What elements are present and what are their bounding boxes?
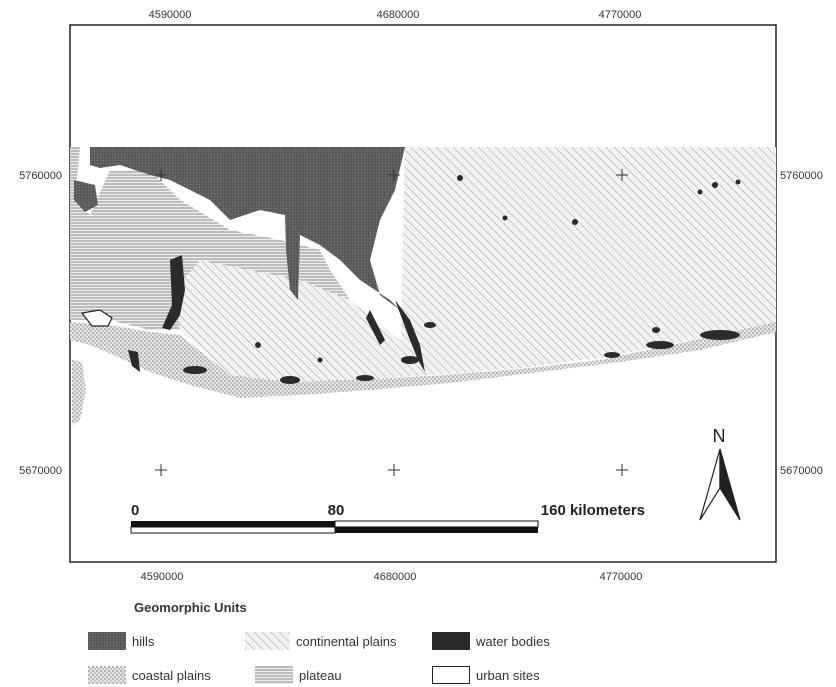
legend-item-water-bodies: water bodies bbox=[432, 632, 550, 650]
legend-label-continental-plains: continental plains bbox=[296, 633, 397, 649]
scale-label-80: 80 bbox=[328, 502, 345, 519]
hills-ridge bbox=[285, 215, 300, 300]
legend-label-plateau: plateau bbox=[299, 667, 342, 683]
legend-item-continental-plains: continental plains bbox=[245, 632, 396, 650]
legend-title: Geomorphic Units bbox=[134, 600, 247, 615]
coord-top-3: 4770000 bbox=[599, 9, 642, 21]
legend-label-water-bodies: water bodies bbox=[476, 633, 550, 649]
hills-swatch-icon bbox=[88, 632, 126, 650]
coord-left-1: 5760000 bbox=[19, 170, 62, 182]
legend-label-hills: hills bbox=[132, 633, 155, 649]
north-label: N bbox=[713, 426, 726, 446]
hills-area bbox=[90, 147, 405, 310]
scale-label-0: 0 bbox=[131, 502, 139, 519]
legend-item-hills: hills bbox=[88, 632, 154, 650]
coord-bottom-3: 4770000 bbox=[600, 571, 643, 583]
continental-plains-area bbox=[400, 147, 776, 376]
continental-plains-swatch-icon bbox=[245, 632, 290, 650]
coastal-plains-spit bbox=[72, 360, 86, 425]
coord-left-2: 5670000 bbox=[19, 465, 62, 477]
urban-sites-swatch-icon bbox=[432, 666, 470, 684]
north-arrow: N bbox=[699, 426, 741, 521]
legend-item-urban-sites: urban sites bbox=[432, 666, 540, 684]
coastal-plains-area bbox=[70, 322, 776, 398]
coord-right-2: 5670000 bbox=[780, 465, 823, 477]
scale-label-160: 160 kilometers bbox=[541, 502, 645, 519]
water-bodies-swatch-icon bbox=[432, 632, 470, 650]
plateau-area bbox=[70, 147, 350, 330]
coord-bottom-2: 4680000 bbox=[374, 571, 417, 583]
scale-bar: 0 80 160 kilometers bbox=[130, 502, 645, 534]
coastal-plains-swatch-icon bbox=[88, 666, 126, 684]
urban-site bbox=[80, 309, 113, 327]
legend-label-urban-sites: urban sites bbox=[476, 667, 540, 683]
coord-right-1: 5760000 bbox=[780, 170, 823, 182]
legend-item-coastal-plains: coastal plains bbox=[88, 666, 211, 684]
plateau-swatch-icon bbox=[255, 666, 293, 684]
coord-top-1: 4590000 bbox=[149, 9, 192, 21]
grid-crosses bbox=[155, 169, 628, 476]
continental-plains-central bbox=[175, 260, 430, 382]
coord-bottom-1: 4590000 bbox=[141, 571, 184, 583]
water-bodies-group bbox=[128, 175, 741, 384]
legend-label-coastal-plains: coastal plains bbox=[132, 667, 211, 683]
coord-top-2: 4680000 bbox=[377, 9, 420, 21]
hills-west-patch bbox=[74, 180, 98, 212]
legend-item-plateau: plateau bbox=[255, 666, 342, 684]
